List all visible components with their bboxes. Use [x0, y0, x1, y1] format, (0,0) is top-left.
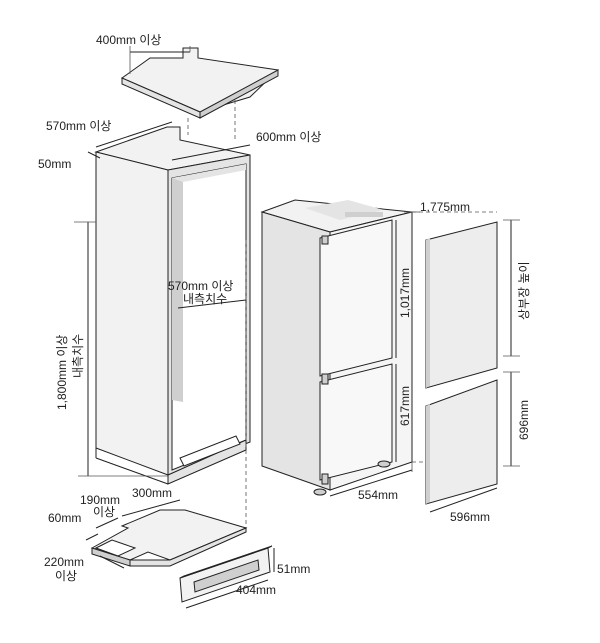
- lower-panel-height-label: 696mm: [517, 400, 531, 440]
- fridge-height-label: 1,775mm: [420, 200, 470, 214]
- cabinet: [94, 126, 251, 485]
- cabinet-height-label: 1,800mm 이상: [55, 335, 69, 410]
- grille-width-label: 404mm: [236, 583, 276, 597]
- inner-width-label: 570mm 이상: [168, 279, 233, 293]
- hinge-icon: [321, 235, 329, 245]
- fridge-width-label: 554mm: [358, 488, 398, 502]
- upper-door-label: 1,017mm: [398, 268, 412, 318]
- upper-panel-height-label: 상부장 높이: [517, 261, 531, 320]
- top-board-depth-label: 400mm 이상: [96, 33, 161, 47]
- upper-door-panel: [425, 221, 498, 389]
- vent-a-depth-label: 190mm: [80, 493, 120, 507]
- vent-left-label: 60mm: [48, 511, 81, 525]
- cabinet-height-note: 내측치수: [71, 334, 85, 378]
- fridge-width-dim: [329, 469, 413, 497]
- top-board: [120, 46, 280, 119]
- inner-width-dim: [177, 299, 247, 309]
- base-board: [90, 509, 248, 567]
- foot-icon: [377, 460, 391, 468]
- foot-icon: [313, 488, 327, 496]
- cabinet-depth-label: 570mm 이상: [46, 119, 111, 133]
- vent-a-note: 이상: [93, 505, 115, 519]
- refrigerator: [260, 199, 413, 496]
- vent-depth2-note: 이상: [55, 569, 77, 583]
- panel-width-label: 596mm: [450, 510, 490, 524]
- lower-door-label: 617mm: [398, 386, 412, 426]
- side-thickness-label: 50mm: [38, 157, 71, 171]
- hinge-icon: [321, 373, 329, 385]
- vent-depth2-label: 220mm: [44, 555, 84, 569]
- panel-width-dim: [429, 487, 498, 513]
- cabinet-width-label: 600mm 이상: [256, 130, 321, 144]
- vent-width-label: 300mm: [132, 486, 172, 500]
- grille-height-label: 51mm: [277, 562, 310, 576]
- lower-door-panel: [425, 379, 498, 505]
- vent-grille: [179, 545, 273, 603]
- hinge-icon: [321, 473, 329, 485]
- inner-width-note: 내측치수: [183, 292, 227, 306]
